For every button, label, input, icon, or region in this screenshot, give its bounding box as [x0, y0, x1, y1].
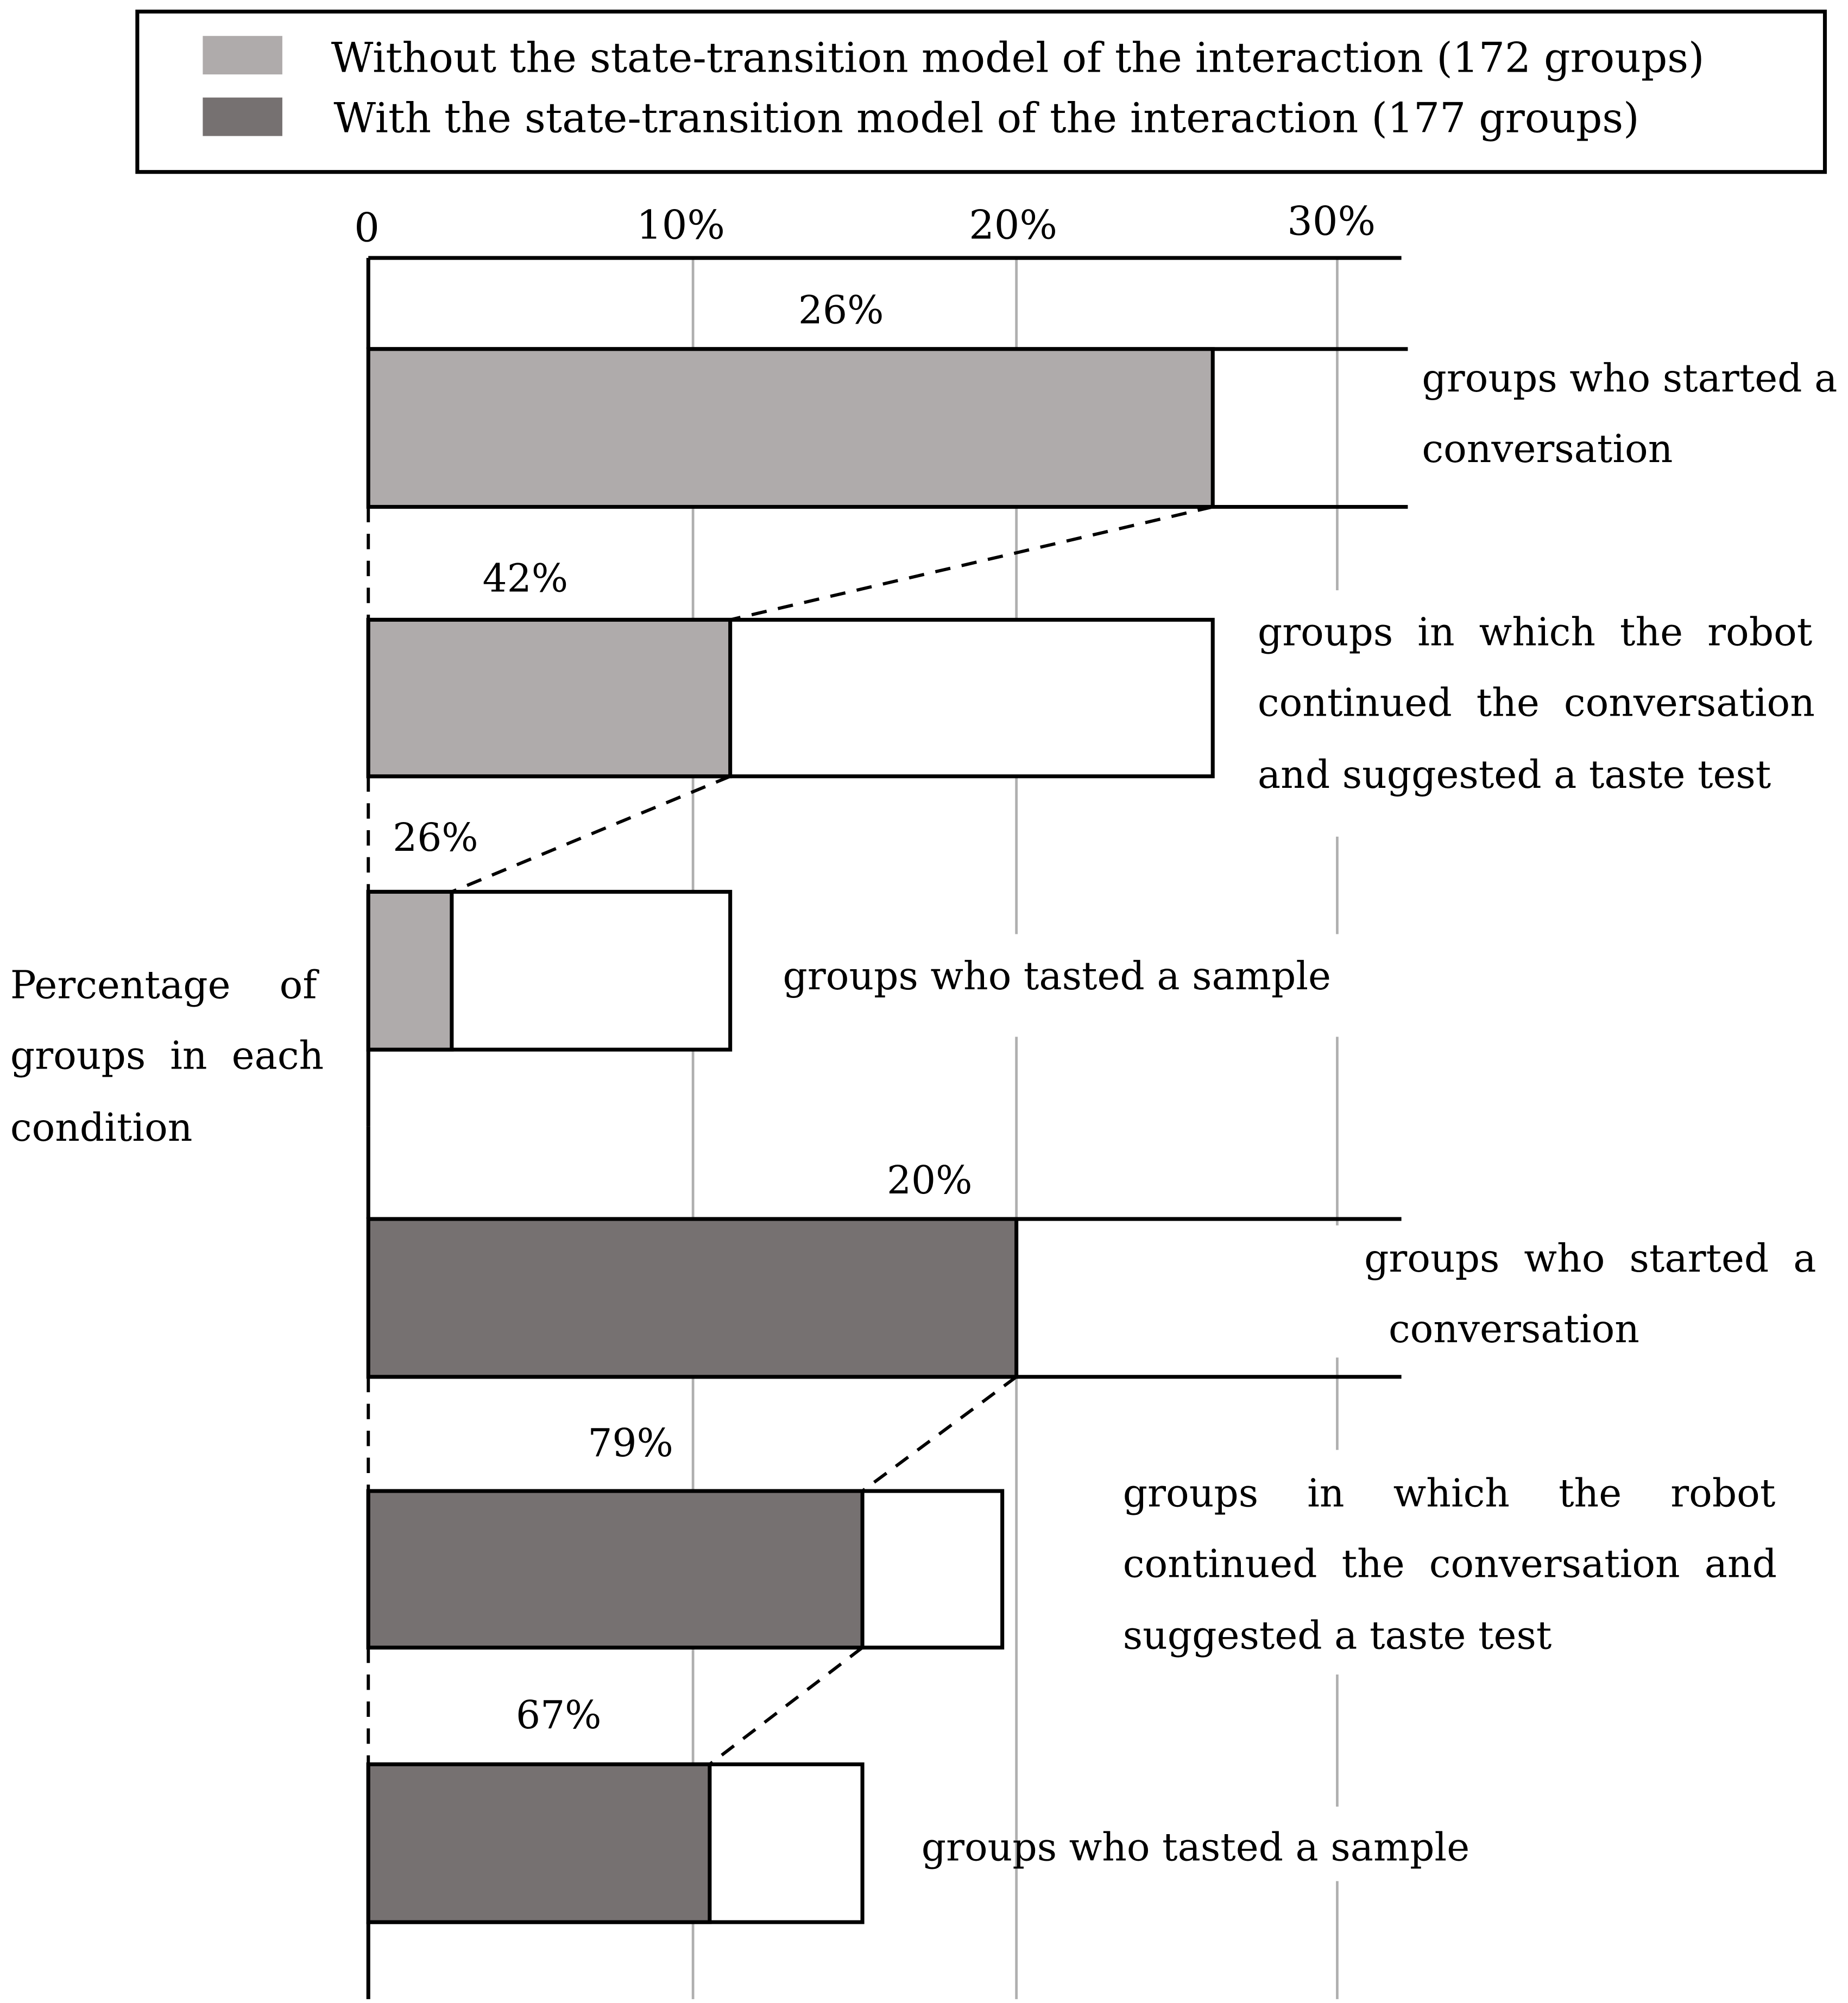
bar-without-started: 26% groups who started a conversation	[366, 288, 1837, 509]
y-axis-label: Percentage of groups in each condition	[10, 963, 324, 1150]
bar-label: groups in which the robot	[1258, 610, 1812, 655]
bar-label: continued the conversation	[1258, 680, 1815, 725]
bar-without-continued: 42% groups in which the robot continued …	[366, 555, 1815, 797]
bar-label: and suggested a taste test	[1258, 752, 1771, 797]
bar-with-tasted: 67% groups who tasted a sample	[366, 1692, 1469, 1924]
bar-label: suggested a taste test	[1123, 1613, 1552, 1658]
tick-20: 20%	[969, 203, 1057, 249]
ylabel-line: condition	[10, 1105, 193, 1150]
bar-label: groups who started a	[1364, 1236, 1817, 1281]
tick-0: 0	[354, 205, 380, 251]
pct-label: 67%	[516, 1692, 602, 1737]
pct-label: 20%	[887, 1158, 973, 1203]
bar-with-started: 20% groups who started a conversation	[366, 1158, 1817, 1379]
bar-label: groups who started a	[1422, 356, 1837, 401]
bar-label: groups in which the robot	[1123, 1470, 1776, 1515]
dashed-connectors	[367, 505, 1213, 1766]
ylabel-line: Percentage of	[10, 963, 319, 1008]
bar-label: continued the conversation and	[1123, 1541, 1777, 1586]
tick-30: 30%	[1287, 198, 1376, 244]
bar-label: groups who tasted a sample	[922, 1825, 1469, 1870]
gridlines	[691, 256, 1339, 1999]
tick-10: 10%	[636, 203, 725, 249]
legend-label-without: Without the state-transition model of th…	[331, 34, 1705, 81]
pct-label: 26%	[798, 288, 884, 333]
legend: Without the state-transition model of th…	[135, 9, 1827, 174]
bar-label: conversation	[1422, 426, 1673, 471]
bar-label: groups who tasted a sample	[783, 953, 1331, 999]
pct-label: 42%	[483, 555, 569, 601]
pct-label: 79%	[588, 1420, 673, 1465]
bar-with-continued: 79% groups in which the robot continued …	[366, 1420, 1777, 1658]
legend-swatch-without	[203, 36, 282, 75]
legend-label-with: With the state-transition model of the i…	[333, 94, 1639, 142]
pct-label: 26%	[393, 815, 478, 860]
legend-swatch-with	[203, 97, 282, 136]
axis	[366, 256, 1402, 1999]
x-axis-ticks: 0 10% 20% 30%	[354, 198, 1376, 251]
bar-without-tasted: 26% groups who tasted a sample	[366, 815, 1331, 1052]
bar-label: conversation	[1389, 1306, 1639, 1351]
ylabel-line: groups in each	[10, 1033, 324, 1078]
